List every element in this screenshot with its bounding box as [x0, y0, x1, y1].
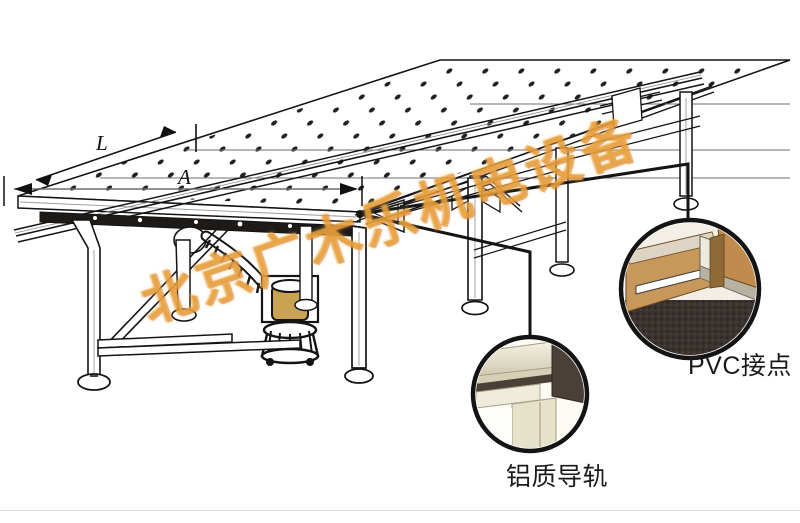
callout-detail-rail: [470, 334, 590, 454]
dimension-line-a: [3, 176, 363, 206]
callout-detail-pvc: [618, 217, 762, 361]
callout-label-rail: 铝质导轨: [506, 463, 609, 491]
table-leg: [344, 225, 374, 384]
leader-line-pvc: [359, 162, 690, 218]
table-top-holes: [26, 66, 782, 207]
frame-brace: [98, 225, 229, 357]
table-edge-highlight: [19, 201, 359, 218]
table-frame: [70, 87, 701, 391]
dimension-arrows: [3, 124, 363, 206]
leader-line-rail: [356, 210, 532, 336]
table-leg: [549, 147, 575, 277]
frame-truss-right: [565, 87, 701, 161]
dimension-line-l: [35, 124, 197, 186]
frame-cross-rail: [97, 333, 301, 357]
table-leg: [70, 219, 111, 391]
table-leg: [171, 239, 197, 322]
dimension-label-l: L: [96, 131, 108, 155]
table-leg: [673, 91, 699, 211]
frame-rail-right: [399, 161, 567, 259]
bottom-border: [0, 510, 800, 511]
table-top-edge: [17, 195, 361, 223]
aluminum-guide-rail-secondary: [354, 85, 715, 222]
callout-label-pvc: PVC接点: [688, 352, 792, 380]
table-leg: [294, 225, 318, 312]
dimension-label-a: A: [178, 165, 191, 189]
